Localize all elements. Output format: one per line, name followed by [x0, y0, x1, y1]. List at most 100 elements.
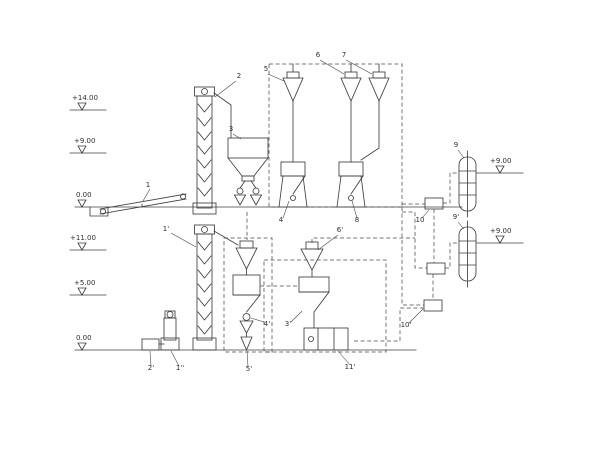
- tank-body: [458, 156, 477, 212]
- cyclone-cone: [368, 77, 390, 103]
- small-elevator-casing: [163, 317, 177, 341]
- item-label-11p: 11': [345, 363, 356, 371]
- packing-machine: [303, 327, 349, 351]
- outlet-cone: [239, 320, 254, 334]
- fan-box-mid: [426, 262, 446, 275]
- cyclone-cap: [305, 241, 319, 250]
- filter-tank-9p: [458, 220, 477, 288]
- aspiration-loop-upper: [268, 63, 403, 208]
- item-label-3: 3: [229, 125, 233, 133]
- cyclone-c: [360, 63, 390, 161]
- item-label-1p: 1': [163, 225, 169, 233]
- conveyor-pulley-icon: [179, 193, 187, 200]
- small-elevator-boot: [160, 337, 180, 351]
- tank-flanges: [458, 170, 477, 196]
- elevator-head-pulley-icon: [166, 311, 174, 318]
- duct-to-mid-box: [402, 211, 427, 269]
- machine-funnel: [280, 175, 306, 195]
- cyclone-cone: [300, 248, 324, 271]
- elevator-head-pulley-icon: [201, 226, 208, 233]
- aspiration-loop-lower: [263, 259, 387, 353]
- cyclone-cone: [282, 77, 304, 103]
- receiving-pit: [89, 206, 109, 217]
- duct-box-to-tank9p: [445, 242, 459, 269]
- intake-conveyor: [89, 193, 187, 217]
- tank-flanges: [458, 240, 477, 266]
- elevation-value: +5.00: [74, 279, 95, 287]
- duct-to-machine-11p: [354, 307, 424, 342]
- machine-funnel: [338, 175, 364, 195]
- elevator-head-pulley-icon: [201, 88, 208, 95]
- item-label-9: 9: [454, 141, 458, 149]
- elevation-value: +11.00: [70, 234, 96, 242]
- bin-funnel: [227, 157, 269, 177]
- item-label-5: 5: [264, 65, 268, 73]
- item-label-7: 7: [342, 51, 346, 59]
- elevator-casing: [196, 95, 213, 209]
- fan-box-10p: [423, 299, 443, 312]
- item-label-6p: 6': [337, 226, 343, 234]
- cyclone-hopper-column: [232, 240, 261, 352]
- elevation-marker-right-1: +9.00: [476, 157, 524, 174]
- duct-cyclone-6p: [311, 237, 415, 243]
- elevation-marker-top-1: +14.00: [69, 94, 107, 111]
- discharge-chute: [213, 92, 232, 139]
- elevation-markers: +14.00 +9.00 0.00 +11.00 +5.00 0.00: [69, 94, 524, 351]
- machine-body: [338, 161, 364, 177]
- elevation-marker-right-2: +9.00: [476, 227, 524, 244]
- cyclone-cap: [344, 71, 358, 79]
- elevation-marker-bottom-1: +11.00: [69, 234, 107, 251]
- elevator-boot: [192, 202, 217, 215]
- elevation-value: +9.00: [74, 137, 95, 145]
- cyclone-cap: [286, 71, 300, 79]
- item-label-10: 10: [416, 216, 425, 224]
- small-elevator-head: [164, 310, 176, 319]
- elevation-triangle-icon: [77, 342, 87, 351]
- cyclone-cone: [235, 247, 258, 270]
- elevation-triangle-icon: [77, 145, 87, 154]
- rotary-valve-icon: [242, 313, 251, 321]
- elevator-head: [194, 224, 215, 235]
- item-label-8: 8: [355, 216, 359, 224]
- elevation-value: +9.00: [490, 227, 511, 235]
- bagging-cone: [240, 336, 253, 352]
- item-label-4: 4: [279, 216, 284, 224]
- duct-right-riser: [401, 207, 424, 306]
- item-label-2p: 2': [148, 364, 154, 372]
- elevation-triangle-icon: [77, 287, 87, 296]
- item-label-9p: 9': [453, 213, 459, 221]
- lower-process-unit: [298, 241, 349, 351]
- elevation-value: +9.00: [490, 157, 511, 165]
- item-labels: 1 2 3 4 5 6 7 8 9 9' 10 10' 1' 2' 1'' 3': [142, 51, 465, 373]
- elevation-value: +14.00: [72, 94, 98, 102]
- bin-body: [227, 137, 269, 159]
- bin-funnel: [298, 291, 330, 313]
- machine-dial-icon: [308, 336, 314, 342]
- item-label-2: 2: [237, 72, 241, 80]
- elevation-triangle-icon: [77, 102, 87, 111]
- elevation-triangle-icon: [77, 199, 87, 208]
- aspiration-loop-column: [223, 237, 273, 353]
- bucket-elevator-1: [192, 86, 232, 215]
- outlet-cone: [249, 194, 263, 206]
- conveyor-pulley-icon: [99, 208, 107, 215]
- rotary-valve-icon: [252, 187, 260, 195]
- filter-tank-9: [458, 150, 477, 218]
- process-tower-a: [276, 63, 310, 208]
- elevation-marker-bottom-3: 0.00: [76, 334, 92, 351]
- hopper-funnel: [232, 294, 261, 313]
- cyclone-cap: [239, 240, 254, 249]
- rotary-valve-icon: [236, 187, 244, 195]
- machine-legs: [278, 175, 308, 208]
- outlet-valve-icon: [348, 195, 354, 201]
- cyclone-cap: [372, 71, 386, 79]
- process-tower-b: [334, 63, 368, 208]
- elevation-triangle-icon: [495, 165, 505, 174]
- fan-boxes: [423, 197, 446, 312]
- tank-body: [458, 226, 477, 282]
- outlet-cone: [233, 194, 247, 206]
- item-label-5p: 5': [246, 365, 252, 373]
- item-label-1pp: 1'': [176, 364, 184, 372]
